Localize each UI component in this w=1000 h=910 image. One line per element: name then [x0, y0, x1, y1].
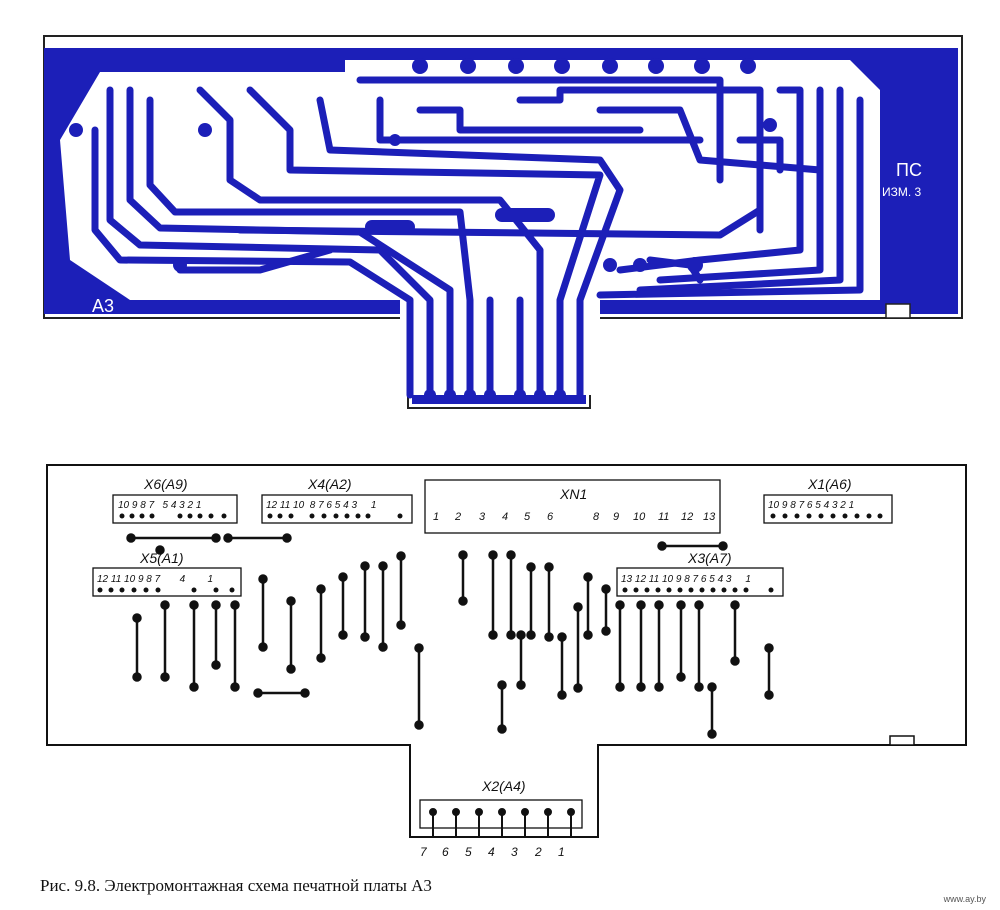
x2-pin-leads	[429, 808, 575, 838]
xn1-pin: 6	[547, 511, 554, 523]
connector-x6-pins: 10 9 8 7 5 4 3 2 1	[118, 500, 201, 511]
scheme-notch	[889, 735, 915, 746]
xn1-pin: 1	[433, 511, 439, 523]
connector-x6-label: X6(A9)	[143, 476, 188, 492]
figure-caption: Рис. 9.8. Электромонтажная схема печатно…	[40, 876, 432, 895]
xn1-pin: 4	[502, 511, 508, 523]
xn1-pin: 12	[681, 511, 693, 523]
connector-x6-box	[112, 494, 238, 524]
traces	[91, 76, 864, 399]
connector-xn1-label: XN1	[559, 486, 587, 502]
pcb-outline	[43, 35, 963, 409]
watermark: www.ay.by	[943, 894, 986, 904]
xn1-pin: 9	[613, 511, 619, 523]
xn1-pin: 2	[454, 511, 461, 523]
connector-xn1-box	[424, 479, 721, 534]
xn1-pin: 13	[703, 511, 716, 523]
revision-mark-title: ПС	[896, 160, 922, 180]
connector-x4-label: X4(A2)	[307, 476, 352, 492]
xn1-pin: 5	[524, 511, 531, 523]
connector-x1-label: X1(A6)	[807, 476, 852, 492]
xn1-pin: 11	[658, 511, 669, 523]
horizontal-jumpers	[126, 533, 728, 698]
x2-pin: 1	[558, 845, 565, 859]
xn1-pin: 3	[479, 511, 486, 523]
connector-x1-box	[763, 494, 893, 524]
board-notch	[885, 303, 911, 319]
revision-mark-sub: ИЗМ. 3	[882, 185, 922, 199]
connector-x3-label: X3(A7)	[687, 550, 732, 566]
pcb-artwork: А3 ПС ИЗМ. 3	[43, 35, 963, 409]
connector-x4-pins: 12 11 10 8 7 6 5 4 3 1	[266, 500, 376, 511]
xn1-pin: 10	[633, 511, 646, 523]
pads	[69, 58, 777, 401]
connector-x1-pins: 10 9 8 7 6 5 4 3 2 1	[768, 500, 854, 511]
connector-x3-pins: 13 12 11 10 9 8 7 6 5 4 3 1	[621, 574, 751, 585]
wiring-scheme: X6(A9) X4(A2) XN1 X1(A6) X5(A1) X3(A7) X…	[46, 464, 967, 859]
connector-x5-pins: 12 11 10 9 8 7 4 1	[97, 574, 213, 585]
board-substrate	[60, 60, 880, 395]
connector-x5-label: X5(A1)	[139, 550, 184, 566]
xn1-pin: 8	[593, 511, 600, 523]
scheme-outline	[46, 464, 967, 838]
connector-x4-box	[261, 494, 413, 524]
x2-pin: 2	[534, 845, 542, 859]
connector-x3-box	[616, 567, 784, 597]
connector-x2-label: X2(A4)	[481, 778, 526, 794]
x2-pin: 3	[511, 845, 518, 859]
connector-x5-box	[92, 567, 242, 597]
x2-pin: 4	[488, 845, 495, 859]
board-label: А3	[92, 296, 114, 316]
pin-dots	[97, 513, 883, 593]
jumper-wires	[132, 550, 774, 739]
x2-pin: 6	[442, 845, 449, 859]
x2-pin: 5	[465, 845, 472, 859]
x2-pin: 7	[420, 845, 428, 859]
